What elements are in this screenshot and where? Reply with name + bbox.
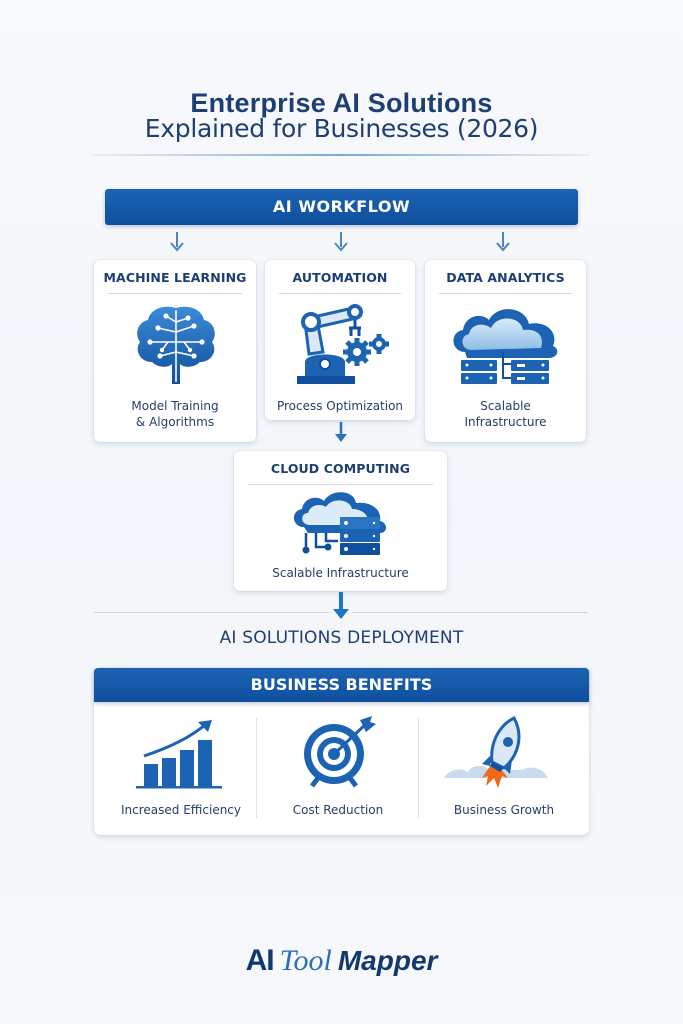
subtitle-line: Scalable bbox=[480, 399, 531, 413]
card-subtitle: Scalable Infrastructure bbox=[272, 566, 409, 580]
page-subtitle: Explained for Businesses (2026) bbox=[144, 114, 539, 143]
card-divider bbox=[439, 293, 572, 294]
column-divider bbox=[418, 718, 419, 818]
arrow-down-icon bbox=[334, 232, 348, 252]
arrow-down-icon bbox=[496, 232, 510, 252]
benefit-label: Business Growth bbox=[453, 803, 555, 817]
card-subtitle: Process Optimization bbox=[276, 399, 404, 413]
title-divider bbox=[92, 154, 590, 156]
subtitle-line: & Algorithms bbox=[135, 415, 215, 429]
data-analytics-card: DATA ANALYTICS Scalable Infrastructure bbox=[425, 260, 586, 442]
card-divider bbox=[279, 293, 401, 294]
deployment-divider-right bbox=[352, 612, 588, 613]
card-subtitle: Scalable Infrastructure bbox=[425, 398, 586, 430]
deployment-divider-left bbox=[94, 612, 330, 613]
logo-text-mapper: Mapper bbox=[337, 945, 438, 976]
target-arrow-icon bbox=[304, 716, 376, 788]
card-title: DATA ANALYTICS bbox=[446, 270, 565, 285]
arrow-down-icon bbox=[335, 422, 347, 442]
column-divider bbox=[256, 718, 257, 818]
arrow-down-icon bbox=[333, 592, 349, 619]
brain-circuit-icon bbox=[137, 306, 215, 384]
arrow-down-icon bbox=[170, 232, 184, 252]
card-title: MACHINE LEARNING bbox=[103, 270, 247, 285]
cloud-server-stack-icon bbox=[293, 492, 386, 555]
growth-bar-chart-icon bbox=[136, 720, 222, 789]
machine-learning-card: MACHINE LEARNING Model Training & Algori… bbox=[94, 260, 256, 442]
rocket-icon bbox=[444, 716, 548, 788]
card-title: AUTOMATION bbox=[292, 270, 388, 285]
business-benefits-banner: BUSINESS BENEFITS bbox=[94, 668, 589, 702]
ai-workflow-banner: AI WORKFLOW bbox=[105, 189, 578, 225]
deployment-heading: AI SOLUTIONS DEPLOYMENT bbox=[219, 628, 464, 648]
cloud-servers-icon bbox=[453, 309, 558, 384]
logo-text-tool: Tool bbox=[279, 944, 332, 977]
card-title: CLOUD COMPUTING bbox=[270, 461, 411, 476]
benefit-label: Cost Reduction bbox=[292, 803, 384, 817]
robotic-arm-gears-icon bbox=[297, 304, 389, 384]
cloud-computing-card: CLOUD COMPUTING Scalable Infrastructure bbox=[234, 451, 447, 591]
benefit-label: Increased Efficiency bbox=[120, 803, 242, 817]
automation-card: AUTOMATION Process Optimization bbox=[265, 260, 415, 420]
card-subtitle: Model Training & Algorithms bbox=[94, 398, 256, 430]
card-divider bbox=[248, 484, 433, 485]
logo-text-ai: AI bbox=[245, 944, 275, 977]
subtitle-line: Model Training bbox=[131, 399, 219, 413]
subtitle-line: Infrastructure bbox=[464, 415, 547, 429]
page-title: Enterprise AI Solutions bbox=[190, 88, 493, 118]
card-divider bbox=[108, 293, 242, 294]
